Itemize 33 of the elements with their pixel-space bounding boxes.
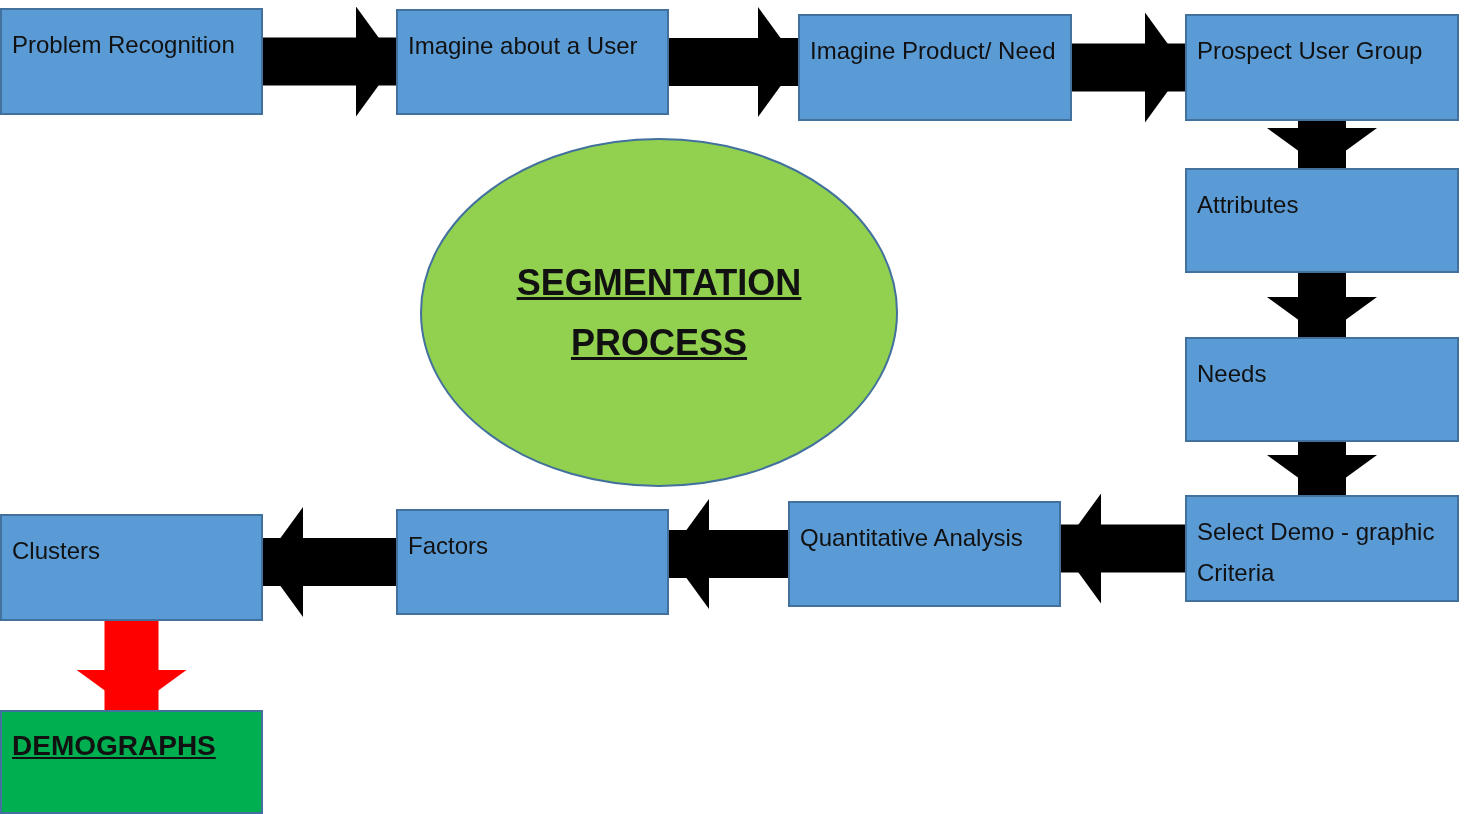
block-arrow [1061, 493, 1185, 604]
block-arrow [669, 7, 798, 117]
process-box [798, 14, 1072, 121]
block-arrow [76, 621, 187, 710]
block-arrow [263, 6, 396, 117]
process-box [1185, 495, 1459, 602]
process-box [788, 501, 1061, 607]
process-box [0, 8, 263, 115]
block-arrow [1267, 442, 1377, 495]
box-label: Imagine Product/ Need [810, 36, 1057, 66]
block-arrow [1267, 273, 1377, 337]
box-label: Prospect User Group [1197, 36, 1424, 66]
box-label: Select Demo - graphic Criteria [1197, 517, 1436, 588]
result-box [0, 710, 263, 814]
block-arrow [669, 499, 788, 609]
box-label: Clusters [12, 536, 102, 566]
box-label: Problem Recognition [12, 30, 236, 60]
box-label: DEMOGRAPHS [12, 730, 216, 762]
block-arrow [1072, 12, 1185, 123]
block-arrow [263, 507, 396, 617]
box-label: Needs [1197, 359, 1268, 389]
box-label: Attributes [1197, 190, 1300, 220]
block-arrow [1267, 121, 1377, 168]
title-label: SEGMENTATION PROCESS [515, 260, 803, 365]
box-label: Factors [408, 531, 489, 561]
process-box [396, 509, 669, 615]
box-label: Imagine about a User [408, 31, 639, 61]
process-box [1185, 337, 1459, 442]
box-label: Quantitative Analysis [800, 523, 1024, 553]
process-box [0, 514, 263, 621]
process-box [396, 9, 669, 115]
process-box [1185, 14, 1459, 121]
process-box [1185, 168, 1459, 273]
